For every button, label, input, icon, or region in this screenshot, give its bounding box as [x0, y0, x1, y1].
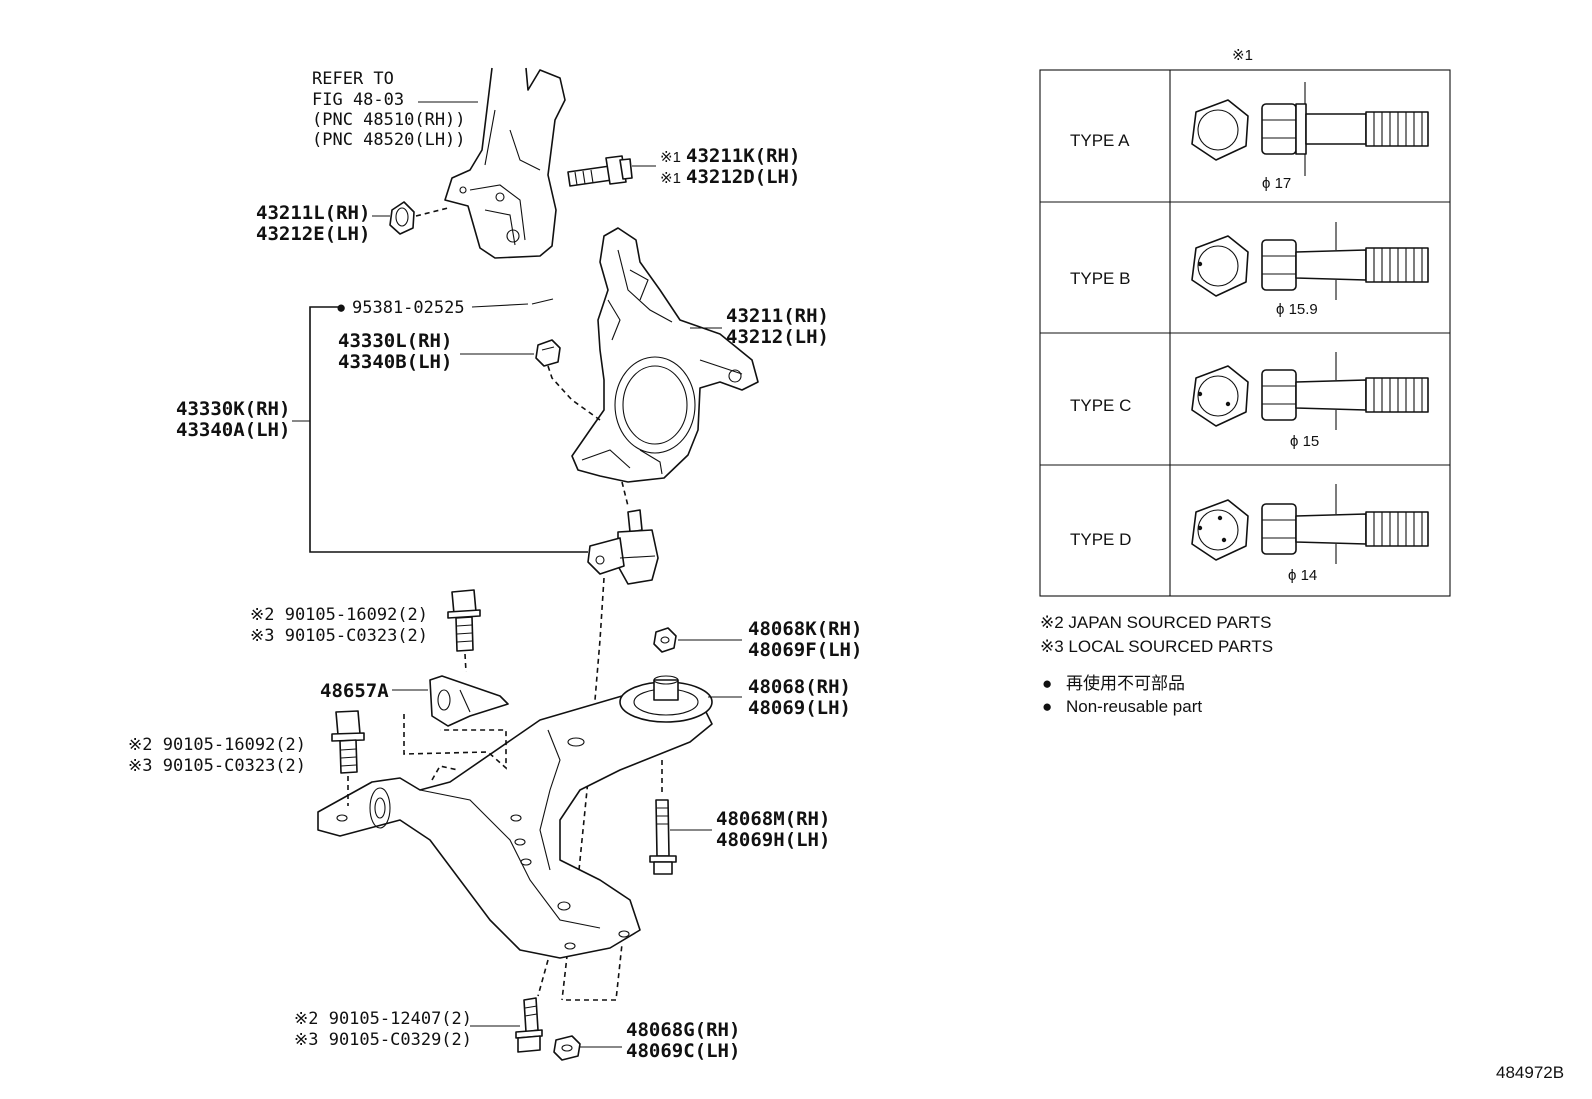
part-number-lh: 48069H(LH): [716, 829, 830, 851]
part-number-rh: 43211(RH): [726, 305, 829, 327]
callout-48657A: 48657A: [320, 680, 389, 702]
part-number-japan: ※2 90105-16092(2): [250, 605, 428, 625]
callout-48068: 48068(RH) 48069(LH): [748, 676, 851, 719]
nut-48068K-icon: [653, 627, 677, 653]
strut-assembly: [444, 67, 566, 259]
type-ref-mark: ※1: [660, 170, 681, 187]
diameter-label: ϕ 15: [1290, 433, 1319, 450]
callout-bolt-upper: ※2 90105-16092(2) ※3 90105-C0323(2): [250, 605, 428, 646]
part-number-local: ※3 90105-C0323(2): [128, 756, 306, 776]
part-number-lh: 43212(LH): [726, 326, 829, 348]
ball-joint: [587, 509, 659, 585]
bolt-48068M-icon: [649, 799, 677, 875]
legend-nonreuse-jp: 再使用不可部品: [1066, 673, 1185, 693]
callout-refer: REFER TO FIG 48-03 (PNC 48510(RH)) (PNC …: [312, 69, 466, 150]
type-label: TYPE C: [1070, 396, 1131, 415]
bolt-upper-icon: [447, 589, 481, 652]
bracket-48657A: [429, 675, 509, 727]
non-reusable-bullet-icon: ●: [336, 298, 346, 317]
part-number-rh: 43211K(RH): [686, 145, 800, 167]
part-number-rh: 43330K(RH): [176, 398, 290, 420]
part-number-local: ※3 90105-C0329(2): [294, 1030, 472, 1050]
legend-nonreuse-en: Non-reusable part: [1066, 697, 1202, 716]
callout-48068G: 48068G(RH) 48069C(LH): [626, 1019, 740, 1062]
callout-bolt-lower: ※2 90105-12407(2) ※3 90105-C0329(2): [294, 1009, 472, 1050]
part-number-lh: 48069C(LH): [626, 1040, 740, 1062]
callout-bolt-left: ※2 90105-16092(2) ※3 90105-C0323(2): [128, 735, 306, 776]
part-number-lh: 48069F(LH): [748, 639, 862, 661]
part-number-rh: 48068G(RH): [626, 1019, 740, 1041]
figure-id: 484972B: [1496, 1063, 1564, 1082]
legend: ※2 JAPAN SOURCED PARTS ※3 LOCAL SOURCED …: [1040, 613, 1273, 716]
part-number-local: ※3 90105-C0323(2): [250, 626, 428, 646]
type-label: TYPE B: [1070, 269, 1130, 288]
refer-line-4: (PNC 48520(LH)): [312, 130, 466, 150]
part-number-lh: 48069(LH): [748, 697, 851, 719]
nut-48068G-icon: [553, 1035, 581, 1061]
legend-local-sourced: ※3 LOCAL SOURCED PARTS: [1040, 637, 1273, 656]
part-number-rh: 43330L(RH): [338, 330, 452, 352]
diameter-label: ϕ 15.9: [1276, 301, 1318, 318]
callout-43211L: 43211L(RH) 43212E(LH): [256, 202, 370, 245]
leader-lines: [292, 101, 742, 1048]
part-number-lh: 43212E(LH): [256, 223, 370, 245]
type-ref-mark: ※1: [660, 149, 681, 166]
legend-japan-sourced: ※2 JAPAN SOURCED PARTS: [1040, 613, 1272, 632]
bolt-type-table: ※1 TYPE A TYPE B TYPE C TYPE D ϕ 17: [1039, 47, 1451, 597]
non-reusable-bullet-icon: ●: [1042, 674, 1052, 693]
table-header-mark: ※1: [1232, 47, 1253, 64]
type-label: TYPE D: [1070, 530, 1131, 549]
cam-bolt-icon: [567, 155, 633, 187]
callout-48068M: 48068M(RH) 48069H(LH): [716, 808, 830, 851]
part-number: 95381-02525: [352, 298, 465, 318]
part-number-japan: ※2 90105-12407(2): [294, 1009, 472, 1029]
part-number-rh: 48068K(RH): [748, 618, 862, 640]
callout-43211: 43211(RH) 43212(LH): [726, 305, 829, 348]
type-b-bolt-icon: [1191, 222, 1429, 300]
callout-43211K: ※1 ※1 43211K(RH) 43212D(LH): [660, 145, 800, 188]
part-number-lh: 43340A(LH): [176, 419, 290, 441]
diameter-label: ϕ 14: [1288, 567, 1317, 584]
cotter-pin-icon: [531, 298, 554, 305]
type-c-bolt-icon: [1191, 352, 1429, 430]
steering-knuckle: [571, 227, 759, 483]
refer-line-1: REFER TO: [312, 69, 394, 89]
callout-43330L: 43330L(RH) 43340B(LH): [338, 330, 452, 373]
callout-43330K: 43330K(RH) 43340A(LH): [176, 398, 290, 441]
bolt-lower-icon: [515, 997, 543, 1053]
lower-control-arm: [317, 695, 713, 959]
part-number-rh: 43211L(RH): [256, 202, 370, 224]
part-number-rh: 48068(RH): [748, 676, 851, 698]
part-number-rh: 48068M(RH): [716, 808, 830, 830]
part-number-japan: ※2 90105-16092(2): [128, 735, 306, 755]
cam-nut-icon: [389, 201, 415, 235]
part-number-lh: 43340B(LH): [338, 351, 452, 373]
type-d-bolt-icon: [1191, 484, 1429, 564]
diameter-label: ϕ 17: [1262, 175, 1291, 192]
type-a-bolt-icon: [1191, 82, 1429, 176]
bolt-left-icon: [331, 710, 365, 774]
refer-line-3: (PNC 48510(RH)): [312, 110, 466, 130]
type-label: TYPE A: [1070, 131, 1130, 150]
dust-deflector-icon: [535, 339, 561, 367]
part-number-lh: 43212D(LH): [686, 166, 800, 188]
rear-bushing: [619, 675, 713, 723]
refer-line-2: FIG 48-03: [312, 90, 404, 110]
callout-48068K: 48068K(RH) 48069F(LH): [748, 618, 862, 661]
callout-95381: ● 95381-02525: [336, 298, 465, 318]
non-reusable-bullet-icon: ●: [1042, 697, 1052, 716]
part-number: 48657A: [320, 680, 389, 702]
